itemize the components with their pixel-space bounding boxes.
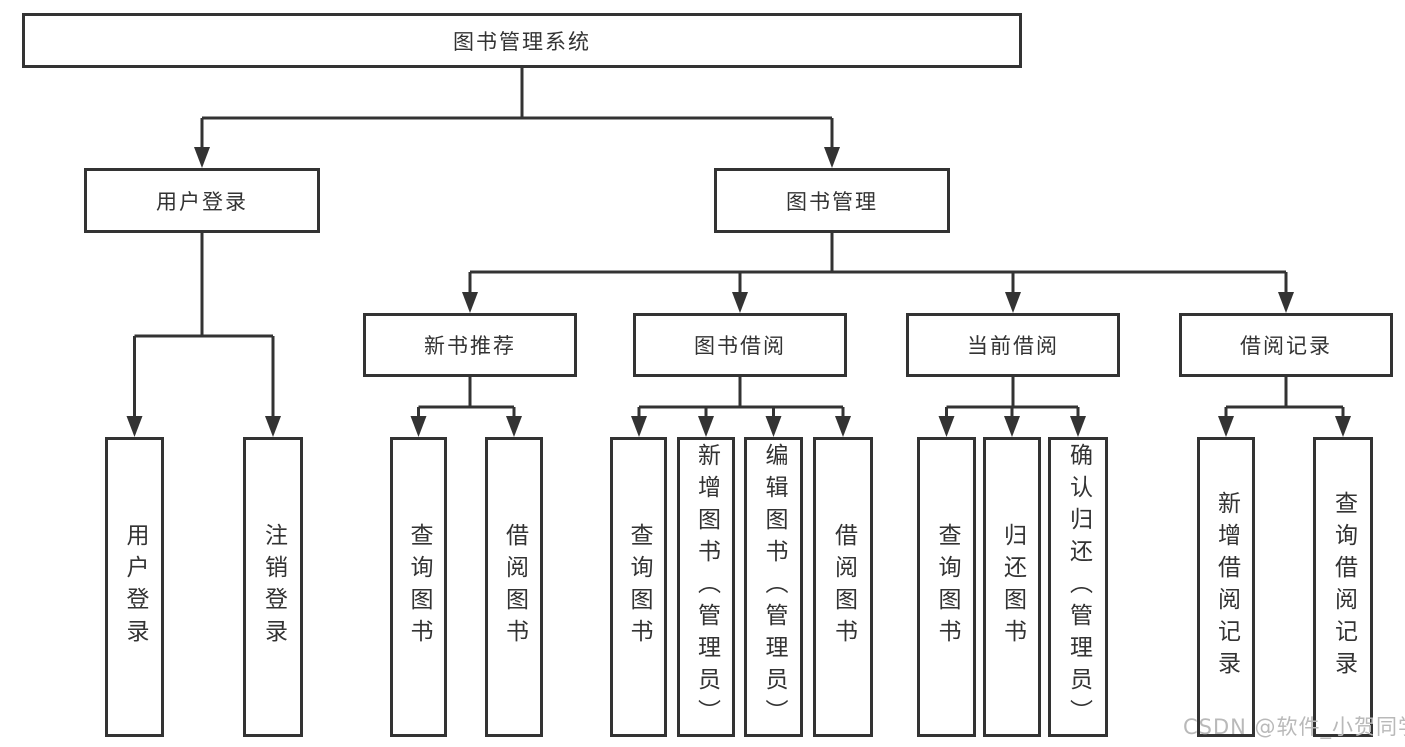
arrowheads	[126, 147, 1351, 437]
leaf-return-books-label: 归还图书	[999, 523, 1026, 651]
leaf-edit-books-admin: 编辑图书（管理员）	[744, 437, 803, 737]
node-book-management-label: 图书管理	[786, 189, 878, 214]
leaf-borrow-query-books: 查询图书	[610, 437, 667, 737]
leaf-current-query-books-label: 查询图书	[934, 523, 960, 651]
leaf-add-books-admin-label: 新增图书（管理员）	[693, 443, 720, 731]
node-book-borrow: 图书借阅	[633, 313, 847, 377]
leaf-recommend-query-books: 查询图书	[390, 437, 447, 737]
leaf-logout: 注销登录	[243, 437, 303, 737]
leaf-add-borrow-record-label: 新增借阅记录	[1213, 491, 1240, 683]
leaf-return-books: 归还图书	[983, 437, 1041, 737]
leaf-recommend-query-books-label: 查询图书	[406, 523, 432, 651]
node-book-management: 图书管理	[714, 168, 950, 233]
leaf-add-borrow-record: 新增借阅记录	[1197, 437, 1255, 737]
node-borrow-records: 借阅记录	[1179, 313, 1393, 377]
csdn-watermark: CSDN @软件_小贺同学	[1183, 715, 1405, 739]
leaf-user-login-label: 用户登录	[122, 523, 148, 651]
leaf-query-borrow-record: 查询借阅记录	[1313, 437, 1373, 737]
node-current-borrow: 当前借阅	[906, 313, 1120, 377]
leaf-confirm-return-admin: 确认归还（管理员）	[1048, 437, 1108, 737]
node-book-borrow-label: 图书借阅	[694, 334, 786, 358]
leaf-user-login: 用户登录	[105, 437, 164, 737]
node-current-borrow-label: 当前借阅	[967, 334, 1059, 358]
leaf-edit-books-admin-label: 编辑图书（管理员）	[761, 443, 787, 731]
leaf-recommend-borrow-books: 借阅图书	[485, 437, 543, 737]
node-root-label: 图书管理系统	[453, 29, 591, 54]
leaf-confirm-return-admin-label: 确认归还（管理员）	[1065, 443, 1092, 731]
leaf-borrow-query-books-label: 查询图书	[626, 523, 652, 651]
node-new-book-recommend-label: 新书推荐	[424, 334, 516, 358]
node-borrow-records-label: 借阅记录	[1240, 334, 1332, 358]
leaf-recommend-borrow-books-label: 借阅图书	[501, 523, 528, 651]
leaf-current-query-books: 查询图书	[917, 437, 976, 737]
leaf-borrow-books: 借阅图书	[813, 437, 873, 737]
node-user-login: 用户登录	[84, 168, 320, 233]
leaf-query-borrow-record-label: 查询借阅记录	[1330, 491, 1357, 683]
node-root: 图书管理系统	[22, 13, 1022, 68]
leaf-add-books-admin: 新增图书（管理员）	[677, 437, 735, 737]
leaf-borrow-books-label: 借阅图书	[830, 523, 857, 651]
node-user-login-label: 用户登录	[156, 189, 248, 214]
node-new-book-recommend: 新书推荐	[363, 313, 577, 377]
leaf-logout-label: 注销登录	[260, 523, 287, 651]
